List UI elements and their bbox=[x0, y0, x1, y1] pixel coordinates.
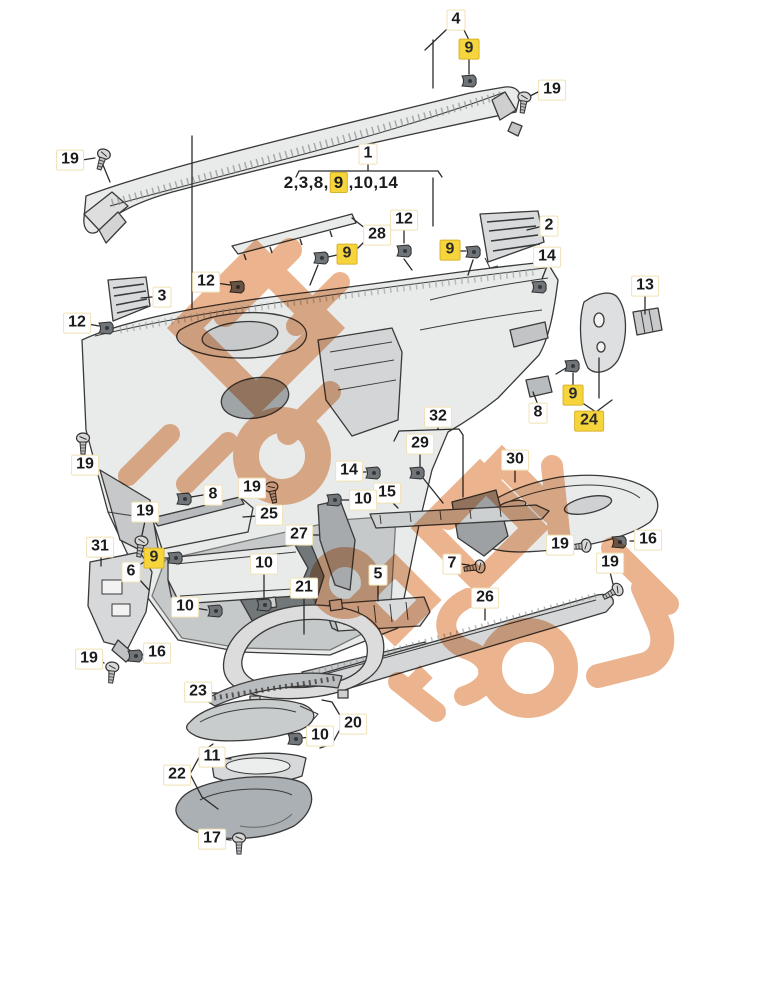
clip-icon bbox=[127, 649, 143, 663]
callout-19[interactable]: 19 bbox=[75, 648, 103, 670]
clip-icon bbox=[409, 466, 425, 480]
callout-22[interactable]: 22 bbox=[163, 764, 191, 786]
part-24-side-panel bbox=[579, 292, 627, 373]
callout-9[interactable]: 9 bbox=[143, 547, 165, 569]
clip-icon bbox=[564, 359, 580, 373]
part-20-column-cover-upper bbox=[185, 698, 319, 742]
callout-5[interactable]: 5 bbox=[368, 564, 388, 586]
callout-14[interactable]: 14 bbox=[533, 246, 561, 268]
part-8-latch bbox=[525, 375, 553, 398]
callout-19[interactable]: 19 bbox=[546, 534, 574, 556]
callout-31[interactable]: 31 bbox=[86, 536, 114, 558]
callout-25[interactable]: 25 bbox=[255, 504, 283, 526]
callout-32[interactable]: 32 bbox=[424, 406, 452, 428]
callout-11[interactable]: 11 bbox=[198, 746, 226, 768]
screw-icon bbox=[231, 832, 247, 855]
clip-icon bbox=[365, 466, 381, 480]
callout-12[interactable]: 12 bbox=[63, 312, 91, 334]
callout-10[interactable]: 10 bbox=[349, 489, 377, 511]
callout-10[interactable]: 10 bbox=[250, 553, 278, 575]
callout-10[interactable]: 10 bbox=[171, 596, 199, 618]
callout-21[interactable]: 21 bbox=[290, 577, 318, 599]
callout-27[interactable]: 27 bbox=[285, 524, 313, 546]
callout-20[interactable]: 20 bbox=[339, 713, 367, 735]
callout-29[interactable]: 29 bbox=[406, 433, 434, 455]
callout-9[interactable]: 9 bbox=[439, 239, 461, 261]
part-3-air-vent bbox=[107, 276, 151, 322]
callout-19[interactable]: 19 bbox=[596, 552, 624, 574]
clip-icon bbox=[207, 604, 223, 618]
part-22-column-cover-lower bbox=[175, 776, 313, 840]
callout-9[interactable]: 9 bbox=[458, 38, 480, 60]
callout-24[interactable]: 24 bbox=[574, 410, 604, 432]
clip-icon bbox=[256, 598, 272, 612]
screw-icon bbox=[103, 660, 120, 685]
clip-icon bbox=[531, 280, 547, 294]
screw-icon bbox=[75, 432, 91, 455]
callout-9[interactable]: 9 bbox=[336, 243, 358, 265]
parts-layer bbox=[81, 86, 663, 840]
clip-icon bbox=[176, 492, 192, 506]
callout-8[interactable]: 8 bbox=[203, 484, 223, 506]
callout-19[interactable]: 19 bbox=[238, 477, 266, 499]
callout-23[interactable]: 23 bbox=[184, 681, 212, 703]
clip-icon bbox=[167, 551, 183, 565]
part-13-module bbox=[632, 307, 663, 336]
callout-19[interactable]: 19 bbox=[131, 501, 159, 523]
group-items-suffix: ,10,14 bbox=[348, 173, 399, 192]
clip-icon bbox=[98, 321, 114, 335]
callout-group-items[interactable]: 2,3,8,9,10,14 bbox=[283, 172, 399, 193]
part-2-air-vent bbox=[479, 210, 545, 269]
group-items-highlighted[interactable]: 9 bbox=[329, 172, 348, 193]
clip-icon bbox=[326, 493, 342, 507]
callout-16[interactable]: 16 bbox=[143, 642, 171, 664]
clip-icon bbox=[287, 732, 303, 746]
callout-2[interactable]: 2 bbox=[539, 215, 559, 237]
callout-12[interactable]: 12 bbox=[192, 271, 220, 293]
callout-26[interactable]: 26 bbox=[471, 587, 499, 609]
callout-19[interactable]: 19 bbox=[71, 454, 99, 476]
callout-7[interactable]: 7 bbox=[442, 553, 462, 575]
callout-4[interactable]: 4 bbox=[446, 9, 466, 31]
clip-icon bbox=[313, 251, 329, 265]
callout-8[interactable]: 8 bbox=[528, 402, 548, 424]
callout-28[interactable]: 28 bbox=[363, 224, 391, 246]
clip-icon bbox=[465, 245, 481, 259]
callout-10[interactable]: 10 bbox=[306, 725, 334, 747]
clip-icon bbox=[461, 74, 477, 88]
callout-30[interactable]: 30 bbox=[501, 449, 529, 471]
callout-9[interactable]: 9 bbox=[562, 384, 584, 406]
callout-19[interactable]: 19 bbox=[538, 79, 566, 101]
part-23-cover bbox=[204, 672, 343, 707]
callout-6[interactable]: 6 bbox=[121, 561, 141, 583]
clip-icon bbox=[396, 244, 412, 258]
callout-13[interactable]: 13 bbox=[631, 275, 659, 297]
callout-17[interactable]: 17 bbox=[198, 828, 226, 850]
part-4-cowl-strip bbox=[83, 86, 523, 244]
callout-15[interactable]: 15 bbox=[373, 482, 401, 504]
group-items-prefix: 2,3,8, bbox=[283, 173, 329, 192]
screw-icon bbox=[92, 146, 113, 172]
callout-1[interactable]: 1 bbox=[358, 143, 378, 165]
callout-3[interactable]: 3 bbox=[152, 286, 172, 308]
callout-14[interactable]: 14 bbox=[335, 460, 363, 482]
callout-16[interactable]: 16 bbox=[634, 529, 662, 551]
callout-12[interactable]: 12 bbox=[390, 209, 418, 231]
callout-19[interactable]: 19 bbox=[56, 149, 84, 171]
